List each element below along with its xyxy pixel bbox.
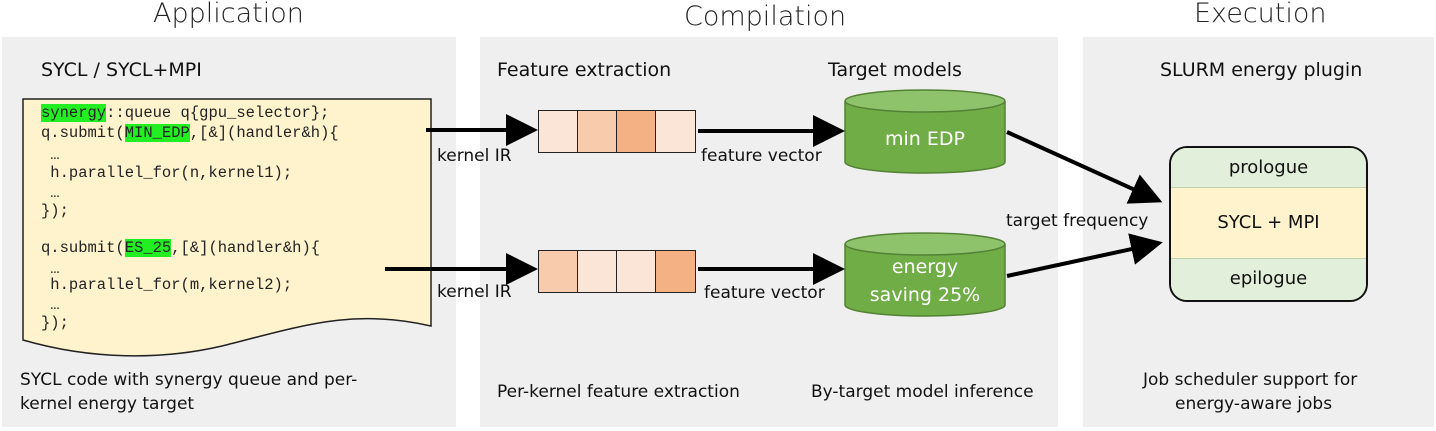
code-line-3: …	[41, 146, 60, 164]
section-title-execution: Execution	[1194, 0, 1327, 29]
epilogue-band	[1171, 258, 1366, 300]
code-document: synergy::queue q{gpu_selector}; q.submit…	[22, 98, 432, 360]
compilation-caption-right: By-target model inference	[811, 382, 1034, 402]
section-title-application: Application	[153, 0, 304, 29]
code-line-1: synergy::queue q{gpu_selector};	[41, 104, 330, 122]
epilogue-label: epilogue	[1229, 268, 1308, 289]
code-line-9: h.parallel_for(m,kernel2);	[41, 276, 293, 294]
compilation-caption-left: Per-kernel feature extraction	[497, 382, 740, 402]
feature-cell	[656, 111, 695, 152]
prologue-label: prologue	[1228, 157, 1309, 178]
section-title-compilation: Compilation	[684, 1, 847, 32]
feature-cell	[539, 111, 578, 152]
application-caption-1: SYCL code with synergy queue and per-	[20, 370, 358, 390]
feature-cell	[539, 251, 578, 292]
feature-cell	[578, 111, 617, 152]
code-line-10: …	[41, 296, 60, 314]
kernel-ir-label-bottom: kernel IR	[437, 282, 512, 302]
code-line-6: });	[41, 202, 69, 220]
feature-vector-bottom	[538, 250, 696, 293]
code-line-4: h.parallel_for(n,kernel1);	[41, 164, 293, 182]
model-min-edp-label: min EDP	[885, 128, 965, 150]
model-energy-label: energy	[891, 256, 959, 278]
feature-extraction-header: Feature extraction	[497, 59, 672, 81]
model-saving-label: saving 25%	[869, 284, 981, 306]
code-line-7: q.submit(ES_25,[&](handler&h){	[41, 239, 321, 257]
document-shape	[22, 98, 432, 357]
es-25-highlight: ES_25	[124, 239, 172, 257]
synergy-highlight: synergy	[41, 104, 107, 122]
target-models-header: Target models	[828, 59, 962, 81]
sycl-mpi-label: SYCL + MPI	[1217, 212, 1320, 233]
code-line-11: });	[41, 314, 69, 332]
execution-caption-2: energy-aware jobs	[1175, 394, 1333, 414]
feature-vector-label-bottom: feature vector	[704, 283, 825, 303]
kernel-ir-label-top: kernel IR	[437, 146, 512, 166]
application-header: SYCL / SYCL+MPI	[41, 59, 202, 81]
feature-cell	[656, 251, 695, 292]
execution-header: SLURM energy plugin	[1160, 59, 1363, 81]
compilation-panel	[480, 37, 1058, 427]
code-line-5: …	[41, 184, 60, 202]
execution-caption-1: Job scheduler support for	[1143, 370, 1358, 390]
feature-cell	[617, 111, 656, 152]
application-caption-2: kernel energy target	[20, 394, 195, 414]
feature-cell	[578, 251, 617, 292]
feature-vector-top	[538, 110, 696, 153]
prologue-band	[1171, 148, 1366, 188]
code-line-8: …	[41, 260, 60, 278]
job-scheduler-box: prologue SYCL + MPI epilogue	[1169, 146, 1368, 302]
min-edp-highlight: MIN_EDP	[124, 124, 190, 142]
code-line-2: q.submit(MIN_EDP,[&](handler&h){	[41, 124, 339, 142]
target-frequency-label: target frequency	[1006, 211, 1149, 231]
feature-vector-label-top: feature vector	[701, 146, 822, 166]
feature-cell	[617, 251, 656, 292]
